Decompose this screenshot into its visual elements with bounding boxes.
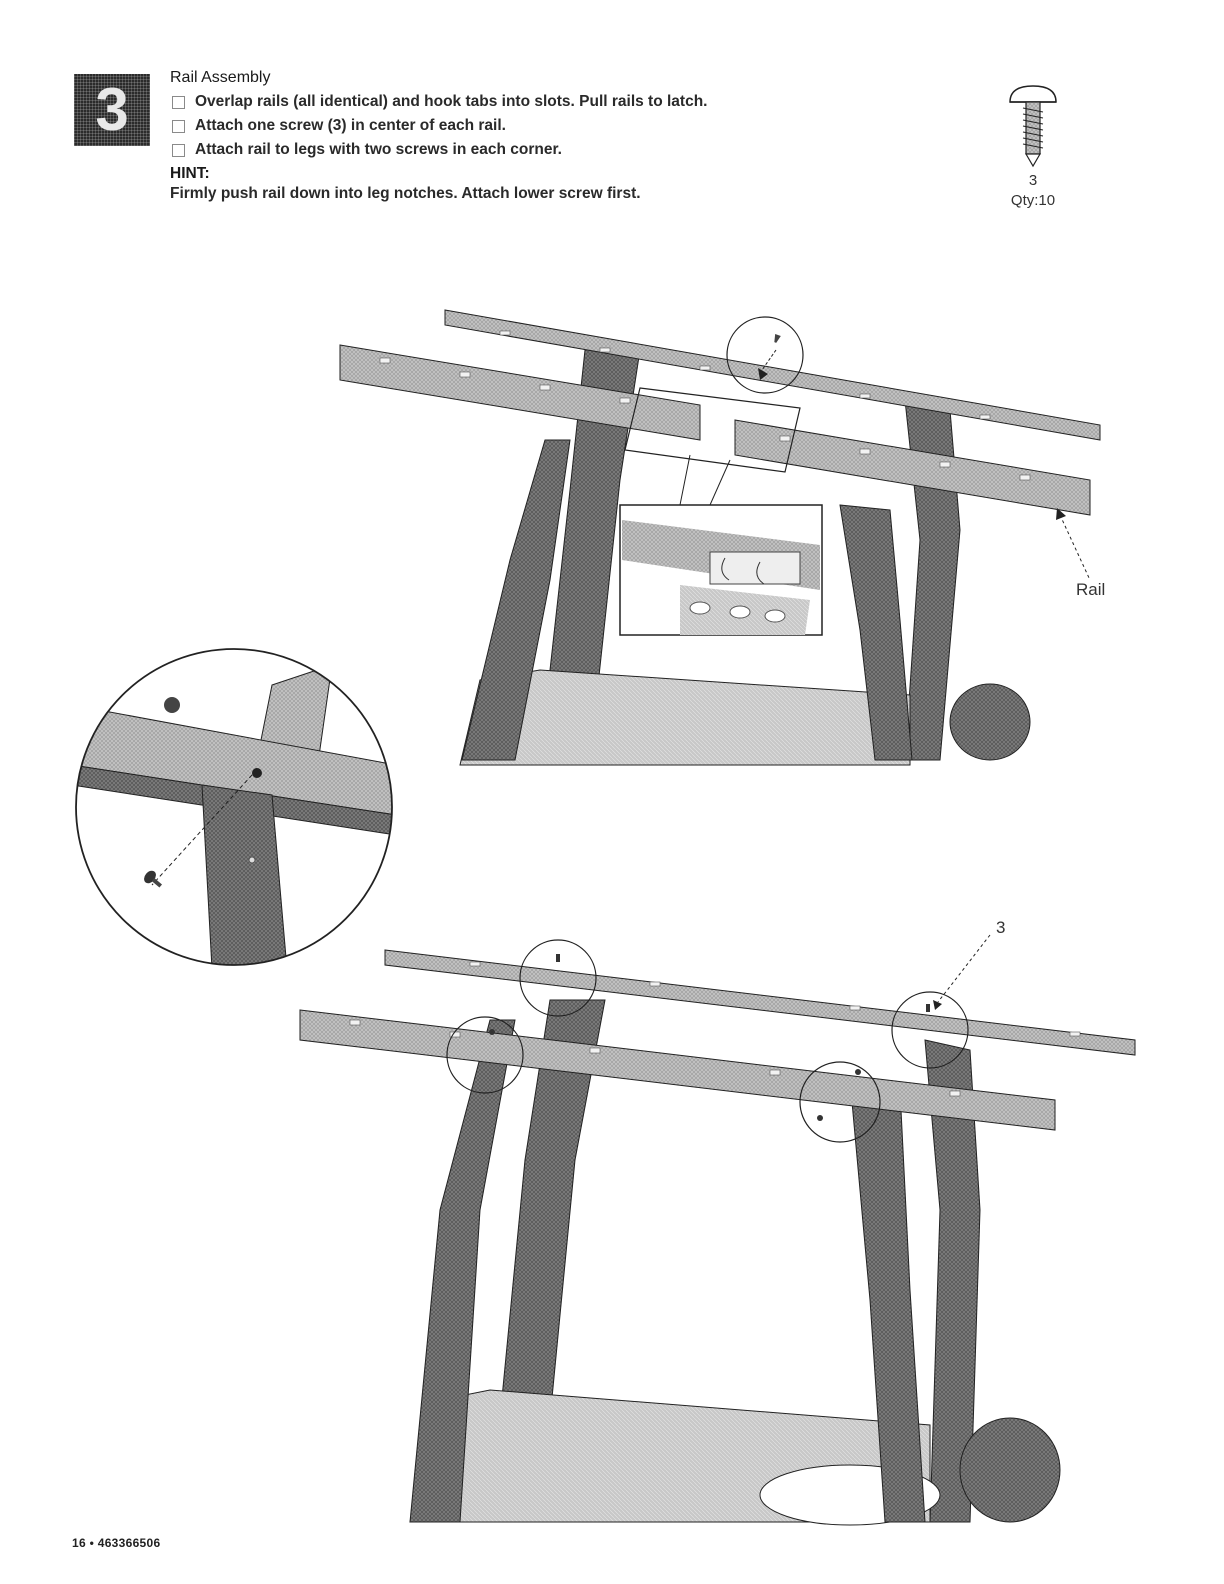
hint-text: Firmly push rail down into leg notches. …	[170, 185, 641, 202]
rail-front-left	[339, 344, 701, 441]
screw-callout-circle	[726, 316, 804, 394]
rail-back	[384, 949, 1136, 1056]
corner-screw-detail	[75, 648, 393, 966]
step-number-badge: 3	[74, 74, 150, 146]
step-item-text: Overlap rails (all identical) and hook t…	[195, 93, 708, 110]
screw-callout-circle	[519, 939, 597, 1017]
overlap-highlight-box	[624, 387, 801, 473]
part-callout: 3 Qty:10	[990, 82, 1076, 217]
wheel	[949, 683, 1031, 761]
step-item: Attach one screw (3) in center of each r…	[170, 117, 950, 135]
screw-icon	[1009, 85, 1057, 168]
step-item: Overlap rails (all identical) and hook t…	[170, 93, 950, 111]
checkbox-icon[interactable]	[172, 119, 185, 133]
rail-slots	[379, 330, 1031, 481]
leg-near-left	[409, 1019, 516, 1523]
part-quantity: Qty:10	[1010, 192, 1056, 209]
rail-front-right	[734, 419, 1091, 516]
rail-overlap-diagram	[339, 309, 1101, 766]
screw-icon	[774, 333, 781, 343]
screw-callout-circle	[446, 1016, 524, 1094]
rail-front	[299, 1009, 1056, 1131]
rail-callout-label: Rail	[1076, 580, 1106, 599]
rail-slots	[349, 961, 1081, 1097]
step-item-text: Attach rail to legs with two screws in e…	[195, 141, 562, 158]
step-instructions: Rail Assembly Overlap rails (all identic…	[170, 69, 950, 203]
step-item: Attach rail to legs with two screws in e…	[170, 141, 950, 159]
step-number: 3	[95, 76, 129, 143]
rail-back	[444, 309, 1101, 441]
screw-callout-circle	[799, 1061, 881, 1143]
hint-label: HINT:	[170, 165, 210, 182]
screw-icon	[489, 954, 930, 1121]
leg-near-right	[839, 504, 913, 761]
screw-callout-circle	[891, 991, 969, 1069]
leg-far-right	[924, 1039, 981, 1523]
step-item-text: Attach one screw (3) in center of each r…	[195, 117, 506, 134]
checkbox-icon[interactable]	[172, 95, 185, 109]
checkbox-icon[interactable]	[172, 143, 185, 157]
page-footer: 16 • 463366506	[72, 1536, 161, 1550]
leg-near-left	[461, 439, 571, 761]
screw-callout-label: 3	[996, 918, 1006, 937]
step-title: Rail Assembly	[170, 69, 271, 86]
tab-slot-detail-inset	[619, 504, 823, 636]
part-number: 3	[1028, 172, 1038, 189]
wheel	[959, 1417, 1061, 1523]
rail-assembled-diagram	[299, 934, 1136, 1526]
